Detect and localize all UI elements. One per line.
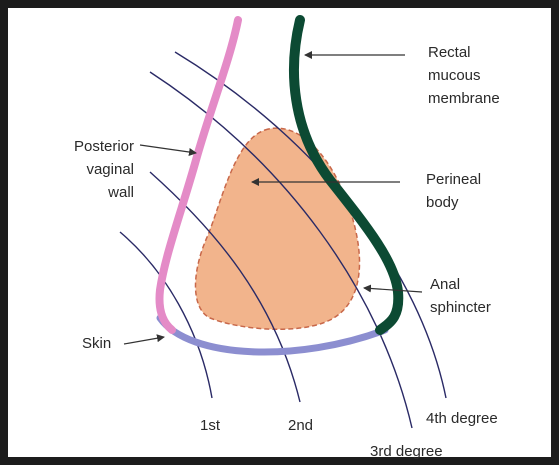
label-anal-1: Anal xyxy=(430,276,460,293)
label-perineal-1: Perineal xyxy=(426,171,481,188)
pointer-posterior xyxy=(140,145,196,153)
label-posterior-1: Posterior xyxy=(74,138,134,155)
pointer-skin xyxy=(124,337,164,344)
label-degree-2nd: 2nd xyxy=(288,417,313,434)
label-degree-1st: 1st xyxy=(200,417,221,434)
label-degree-3rd: 3rd degree xyxy=(370,443,443,460)
label-anal-2: sphincter xyxy=(430,299,491,316)
label-rectal-3: membrane xyxy=(428,90,500,107)
label-degree-4th: 4th degree xyxy=(426,410,498,427)
label-posterior-3: wall xyxy=(107,184,134,201)
label-rectal-2: mucous xyxy=(428,67,481,84)
label-rectal-1: Rectal xyxy=(428,44,471,61)
perineal-body-shape xyxy=(196,128,360,329)
label-posterior-2: vaginal xyxy=(86,161,134,178)
label-skin: Skin xyxy=(82,335,111,352)
label-perineal-2: body xyxy=(426,194,459,211)
